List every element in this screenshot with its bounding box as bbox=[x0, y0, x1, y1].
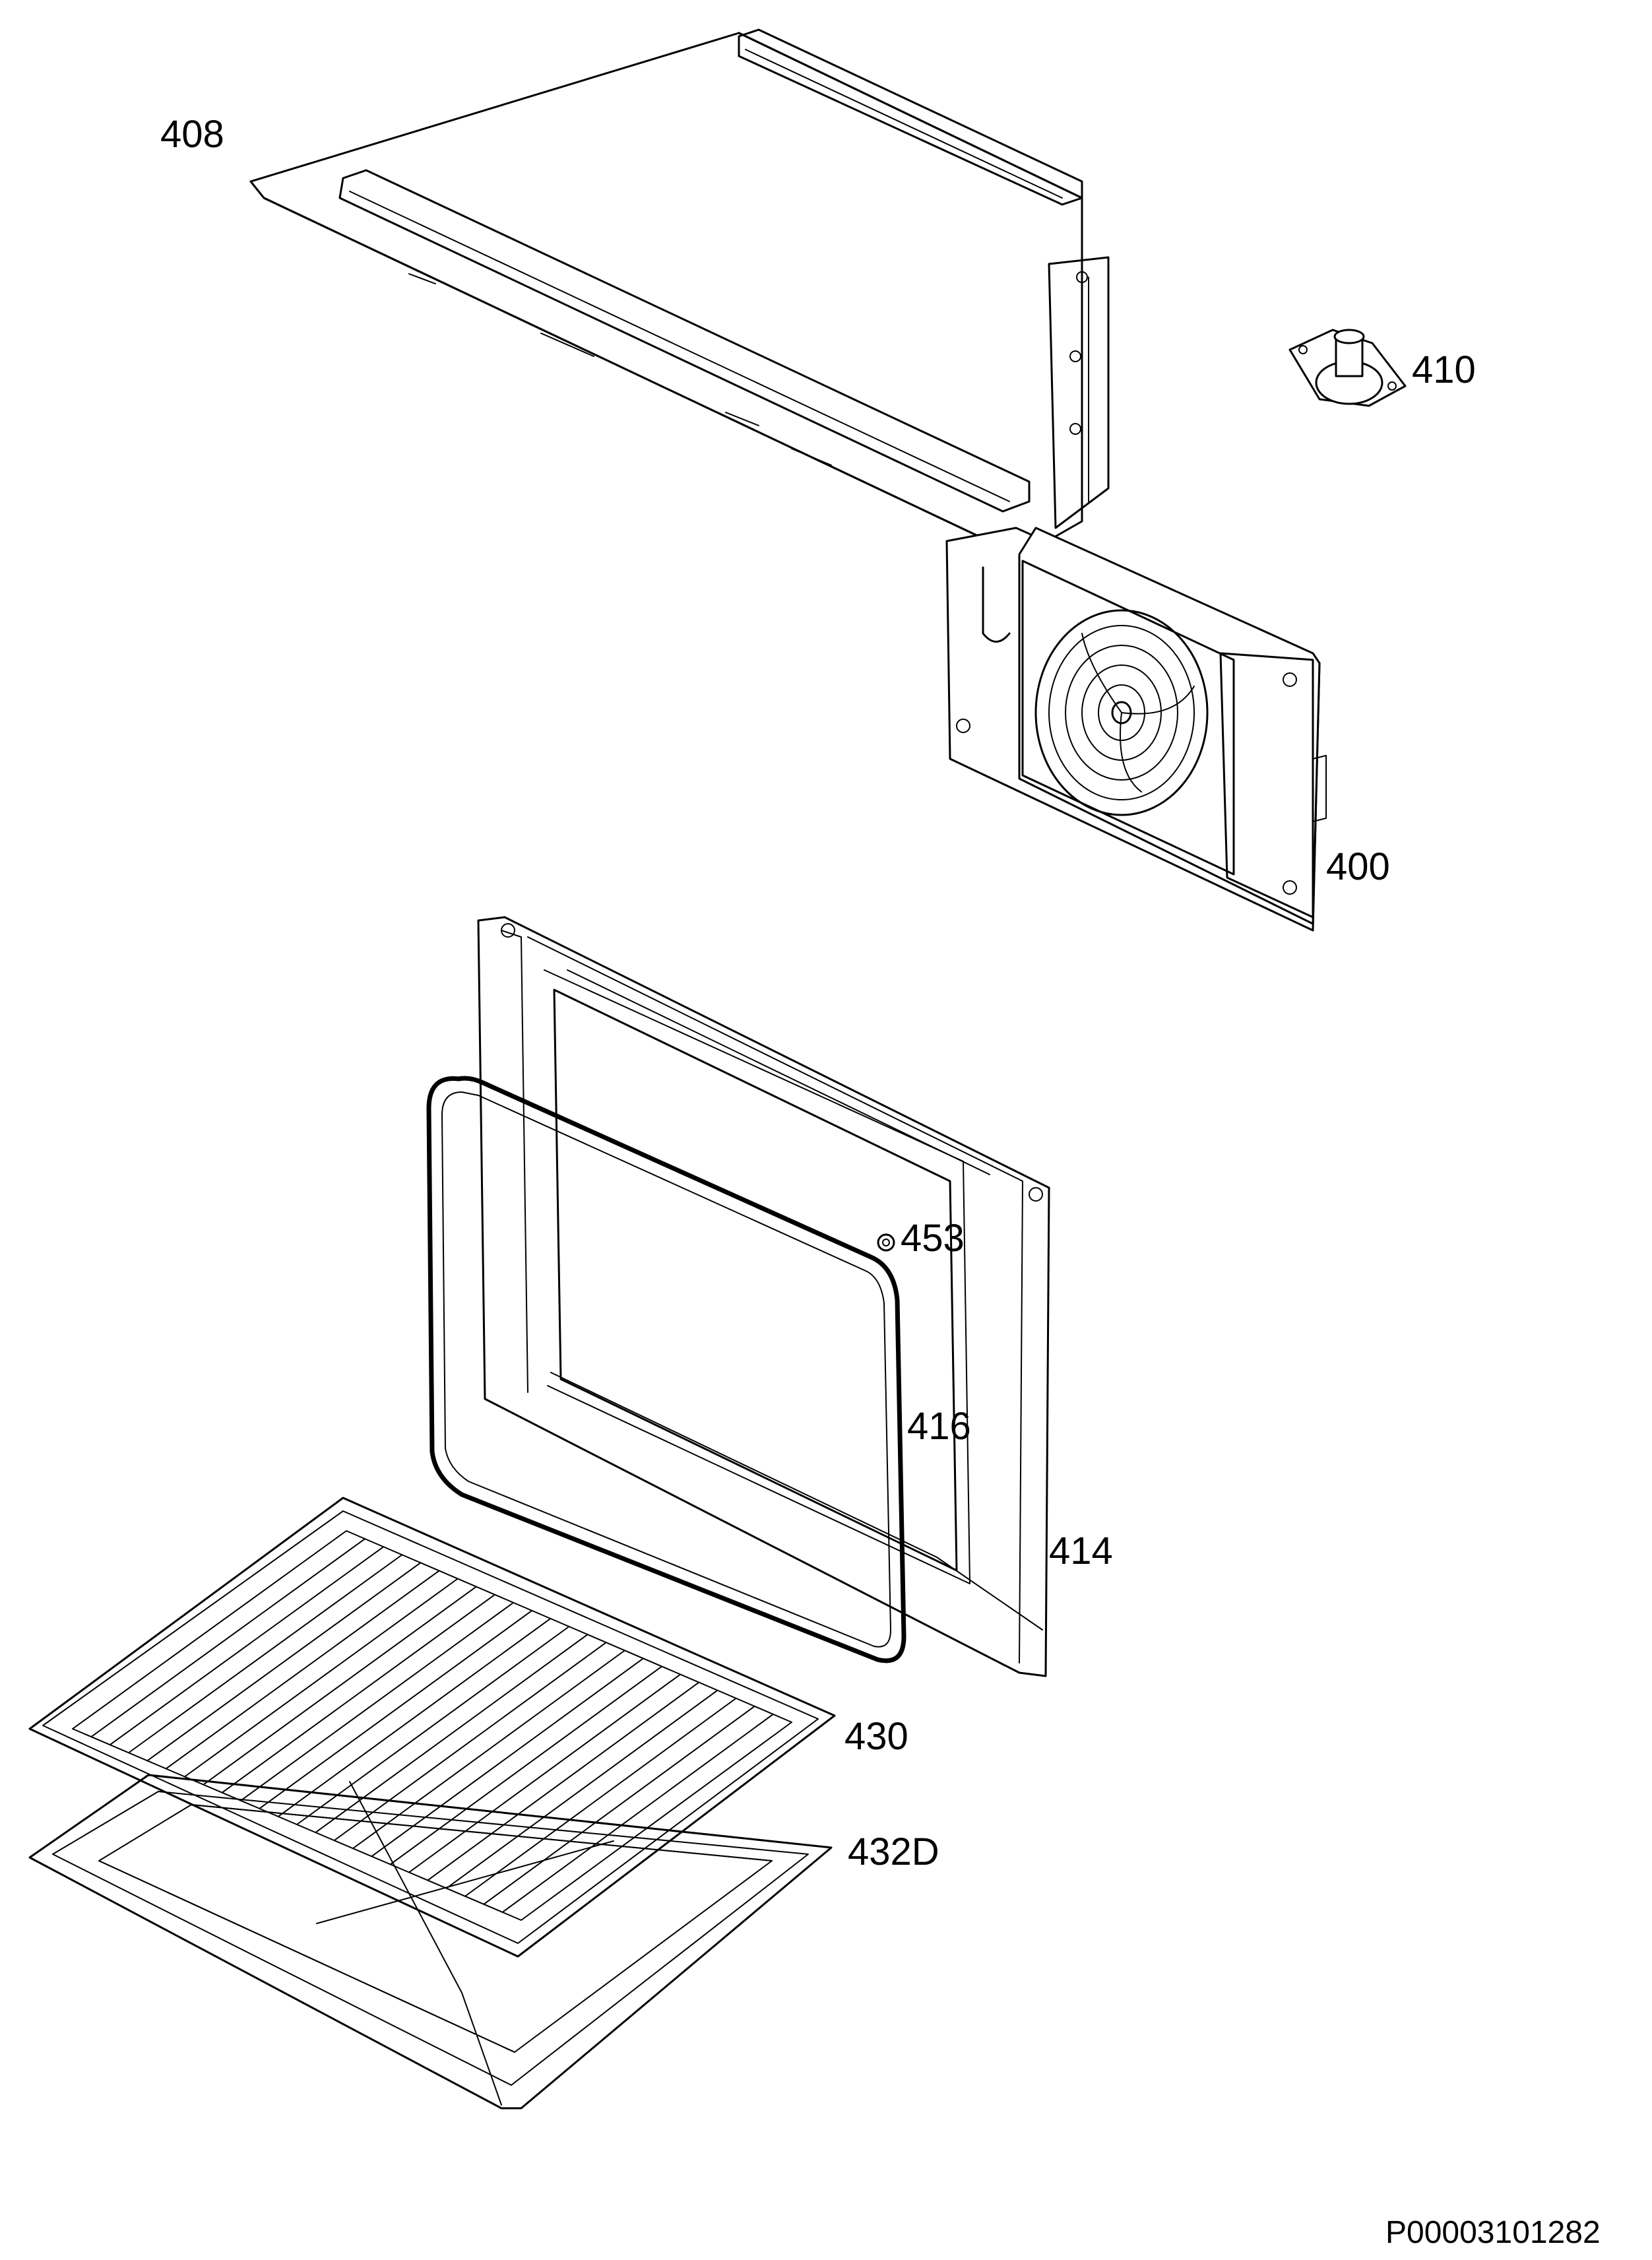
rack-wire bbox=[371, 1658, 644, 1857]
part-432d-baking-tray bbox=[28, 1774, 833, 2110]
rack-wire bbox=[203, 1586, 477, 1786]
label-part-408: 408 bbox=[160, 113, 224, 156]
label-part-400: 400 bbox=[1326, 845, 1390, 888]
part-400-fan-cover bbox=[945, 527, 1327, 932]
rack-wire bbox=[184, 1578, 459, 1778]
label-part-430: 430 bbox=[844, 1715, 908, 1758]
label-part-453: 453 bbox=[901, 1217, 965, 1260]
rack-wire bbox=[389, 1665, 663, 1865]
part-408-top-panel bbox=[249, 28, 1110, 549]
rack-wire bbox=[240, 1601, 515, 1801]
part-414-front-frame bbox=[477, 916, 1050, 1677]
part-430-wire-rack bbox=[28, 1497, 836, 1958]
rack-wire bbox=[315, 1634, 588, 1834]
label-part-432d: 432D bbox=[848, 1830, 939, 1873]
rack-wire bbox=[165, 1570, 440, 1770]
label-part-410: 410 bbox=[1412, 348, 1476, 391]
document-id: P00003101282 bbox=[1385, 2215, 1601, 2250]
rack-wire bbox=[483, 1705, 755, 1905]
rack-wires bbox=[90, 1538, 774, 1913]
rack-wire bbox=[128, 1554, 403, 1754]
label-part-414: 414 bbox=[1049, 1530, 1113, 1572]
part-410-bearing-bracket bbox=[1288, 329, 1407, 407]
rack-wire bbox=[333, 1642, 607, 1842]
rack-wire bbox=[427, 1681, 700, 1881]
rack-wire bbox=[90, 1538, 366, 1738]
part-453-screw bbox=[877, 1233, 895, 1252]
label-part-416: 416 bbox=[907, 1405, 971, 1448]
rack-wire bbox=[408, 1673, 682, 1873]
rack-wire bbox=[221, 1594, 495, 1793]
rack-wire bbox=[259, 1609, 533, 1809]
rack-wire bbox=[109, 1546, 385, 1746]
rack-wire bbox=[352, 1650, 625, 1850]
rack-wire bbox=[501, 1713, 774, 1913]
rack-wire bbox=[296, 1626, 570, 1825]
rack-wire bbox=[146, 1562, 422, 1762]
part-416-door-gasket bbox=[426, 1076, 906, 1663]
rack-wire bbox=[464, 1697, 737, 1897]
rack-wire bbox=[277, 1617, 552, 1817]
rack-wire bbox=[445, 1689, 718, 1889]
